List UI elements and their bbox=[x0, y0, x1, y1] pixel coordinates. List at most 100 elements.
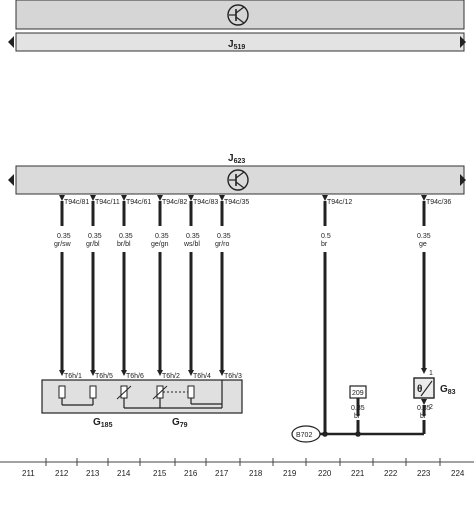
gauge-label: 0.35 bbox=[351, 405, 365, 412]
color-label: br bbox=[354, 413, 361, 420]
pin-label: T94c/82 bbox=[162, 199, 187, 206]
color-label: br/bl bbox=[117, 241, 131, 248]
color-label: br bbox=[321, 241, 328, 248]
pin-arrow-icon bbox=[219, 370, 225, 376]
color-label: gr/sw bbox=[54, 241, 72, 248]
pin-label: T94c/36 bbox=[426, 199, 451, 206]
pin-arrow-icon bbox=[421, 399, 427, 405]
color-label: ge bbox=[419, 241, 427, 248]
ground-label: B702 bbox=[296, 432, 312, 439]
column-number: 222 bbox=[384, 469, 398, 478]
color-label: br bbox=[420, 413, 427, 420]
pin-arrow-icon bbox=[121, 195, 127, 201]
wire-213: T94c/11 0.35 gr/bl T6h/5 bbox=[86, 195, 120, 380]
resistor-icon bbox=[187, 385, 195, 399]
pin-arrow-icon bbox=[90, 370, 96, 376]
gauge-label: 0.35 bbox=[417, 233, 431, 240]
pin-label: T94c/11 bbox=[95, 199, 120, 206]
arrow-left-icon bbox=[8, 36, 14, 48]
wire-212: T94c/81 0.35 gr/sw T6h/1 bbox=[54, 195, 89, 380]
module-j519: J519 bbox=[8, 0, 466, 52]
wiper-arrow-icon bbox=[116, 385, 132, 400]
column-number: 215 bbox=[153, 469, 167, 478]
wire-223: T94c/36 0.35 ge 1 bbox=[417, 195, 451, 377]
column-number: 211 bbox=[22, 469, 35, 478]
connector-label: 209 bbox=[352, 390, 364, 397]
column-number: 218 bbox=[249, 469, 263, 478]
ruler-ticks bbox=[45, 458, 441, 466]
conn-label: T6h/3 bbox=[224, 373, 242, 380]
gauge-label: 0.35 bbox=[186, 233, 200, 240]
module-j623: J623 bbox=[8, 153, 466, 195]
gauge-label: 0.35 bbox=[119, 233, 133, 240]
pin-arrow-icon bbox=[90, 195, 96, 201]
arrow-right-icon bbox=[460, 36, 466, 48]
g185-label: G185 bbox=[93, 417, 113, 429]
color-label: ws/bl bbox=[183, 241, 200, 248]
pin-arrow-icon bbox=[219, 195, 225, 201]
column-number: 224 bbox=[451, 469, 465, 478]
transistor-icon bbox=[227, 4, 249, 26]
g83-pin1: 1 bbox=[429, 370, 433, 377]
color-label: gr/bl bbox=[86, 241, 100, 248]
column-ruler: 211 212 213 214 215 216 217 218 219 220 … bbox=[0, 458, 474, 478]
ground-bus: B702 bbox=[291, 425, 424, 443]
junction-dot bbox=[355, 431, 361, 437]
pin-arrow-icon bbox=[157, 195, 163, 201]
gauge-label: 0.35 bbox=[155, 233, 169, 240]
wiper-arrow-icon bbox=[152, 385, 168, 400]
column-number: 216 bbox=[184, 469, 198, 478]
wiper-arrow-icon bbox=[420, 380, 433, 397]
wire-217: T94c/35 0.35 gr/ro T6h/3 bbox=[215, 195, 249, 380]
wire-220: T94c/12 0.5 br bbox=[321, 195, 352, 434]
pin-arrow-icon bbox=[188, 195, 194, 201]
pin-arrow-icon bbox=[157, 370, 163, 376]
conn-label: T6h/4 bbox=[193, 373, 211, 380]
column-number: 219 bbox=[283, 469, 297, 478]
conn-label: T6h/5 bbox=[95, 373, 113, 380]
gauge-label: 0.5 bbox=[321, 233, 331, 240]
pin-arrow-icon bbox=[421, 195, 427, 201]
pin-arrow-icon bbox=[59, 195, 65, 201]
color-label: gr/ro bbox=[215, 241, 230, 248]
conn-label: T6h/2 bbox=[162, 373, 180, 380]
gauge-label: 0.35 bbox=[217, 233, 231, 240]
column-number: 212 bbox=[55, 469, 69, 478]
transistor-icon bbox=[227, 169, 249, 191]
j519-label: J519 bbox=[228, 39, 245, 51]
gauge-label: 0.35 bbox=[417, 405, 431, 412]
arrow-left-icon bbox=[8, 174, 14, 186]
j623-label: J623 bbox=[228, 153, 245, 165]
pin-arrow-icon bbox=[188, 370, 194, 376]
resistor-icon bbox=[89, 385, 97, 399]
connector-209: 209 0.35 br bbox=[349, 385, 367, 434]
conn-label: T6h/1 bbox=[64, 373, 82, 380]
resistor-icon bbox=[58, 385, 66, 399]
pin-label: T94c/81 bbox=[64, 199, 89, 206]
pin-label: T94c/12 bbox=[327, 199, 352, 206]
pin-arrow-icon bbox=[121, 370, 127, 376]
wire-216: T94c/83 0.35 ws/bl T6h/4 bbox=[183, 195, 218, 380]
conn-label: T6h/6 bbox=[126, 373, 144, 380]
wire-215: T94c/82 0.35 ge/gn T6h/2 bbox=[151, 195, 187, 380]
arrow-right-icon bbox=[460, 174, 466, 186]
column-number: 214 bbox=[117, 469, 131, 478]
pin-label: T94c/35 bbox=[224, 199, 249, 206]
column-number: 217 bbox=[215, 469, 229, 478]
color-label: ge/gn bbox=[151, 241, 169, 248]
g83-pin2: 2 bbox=[429, 404, 433, 411]
g83-sensor: θ 2 G83 bbox=[413, 377, 456, 411]
g79-label: G79 bbox=[172, 417, 188, 429]
pin-arrow-icon bbox=[421, 368, 427, 374]
column-number: 220 bbox=[318, 469, 332, 478]
pin-arrow-icon bbox=[322, 195, 328, 201]
ground-connector bbox=[291, 425, 321, 443]
junction-dot bbox=[322, 431, 328, 437]
temperature-sensor-icon bbox=[413, 377, 435, 399]
column-number: 213 bbox=[86, 469, 100, 478]
g83-label: G83 bbox=[440, 384, 456, 396]
gauge-label: 0.35 bbox=[88, 233, 102, 240]
pin-label: T94c/61 bbox=[126, 199, 151, 206]
sensor-box-g185-g79 bbox=[41, 379, 243, 414]
